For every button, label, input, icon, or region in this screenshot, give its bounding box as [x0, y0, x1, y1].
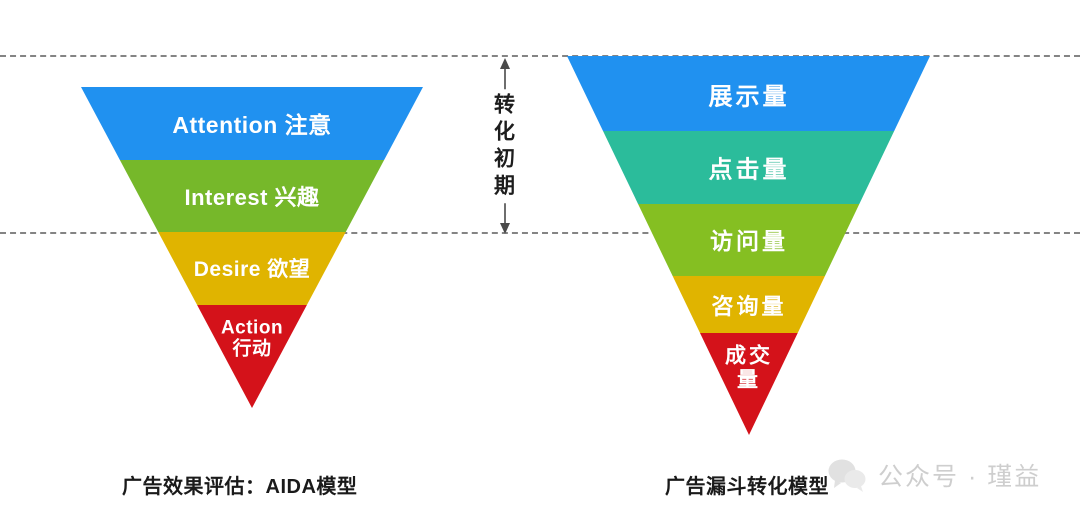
conversion-stage-label: 转化 初期: [487, 89, 523, 203]
conversion-stage-line1: 转化: [494, 93, 516, 144]
funnel-label-action-en: Action: [220, 317, 284, 339]
wechat-bubbles-icon: [828, 459, 866, 492]
watermark-text: 公众号 · 瑾益: [878, 463, 1042, 491]
aida-funnel: Attention 注意 Interest 兴趣 Desire 欲望 Actio…: [81, 87, 423, 409]
funnel-label-deals-line1: 成交: [725, 344, 773, 368]
conversion-stage-line2: 初期: [494, 147, 516, 197]
funnel-segment-impressions: [567, 56, 930, 131]
funnel-label-impressions: 展示量: [708, 83, 790, 111]
aida-funnel-shape: [81, 87, 423, 408]
funnel-label-deals-line2: 量: [737, 368, 761, 391]
lower-dashed-guide: [0, 232, 1080, 234]
funnel-label-visits: 访问量: [710, 228, 788, 254]
funnel-label-consultations: 咨询量: [711, 294, 787, 319]
funnel-label-deals: 成交 量: [725, 344, 773, 391]
watermark: 公众号 · 瑾益: [827, 457, 1041, 493]
upper-dashed-guide: [0, 55, 1080, 57]
funnel-label-clicks: 点击量: [708, 156, 790, 184]
funnel-label-attention: Attention 注意: [172, 112, 332, 138]
conversion-stage-annotation: 转化 初期: [470, 58, 540, 234]
right-funnel-caption: 广告漏斗转化模型: [665, 476, 829, 498]
funnel-label-action-cn: 行动: [232, 339, 272, 360]
funnel-label-desire: Desire 欲望: [193, 258, 311, 281]
funnel-label-interest: Interest 兴趣: [184, 185, 320, 210]
funnel-label-action: Action 行动: [221, 318, 283, 361]
left-funnel-caption: 广告效果评估：AIDA模型: [122, 476, 358, 498]
ad-conversion-funnel-shape: [567, 56, 930, 435]
ad-conversion-funnel: 展示量 点击量 访问量 咨询量 成交 量: [567, 56, 930, 436]
funnel-segment-attention: [81, 87, 423, 160]
